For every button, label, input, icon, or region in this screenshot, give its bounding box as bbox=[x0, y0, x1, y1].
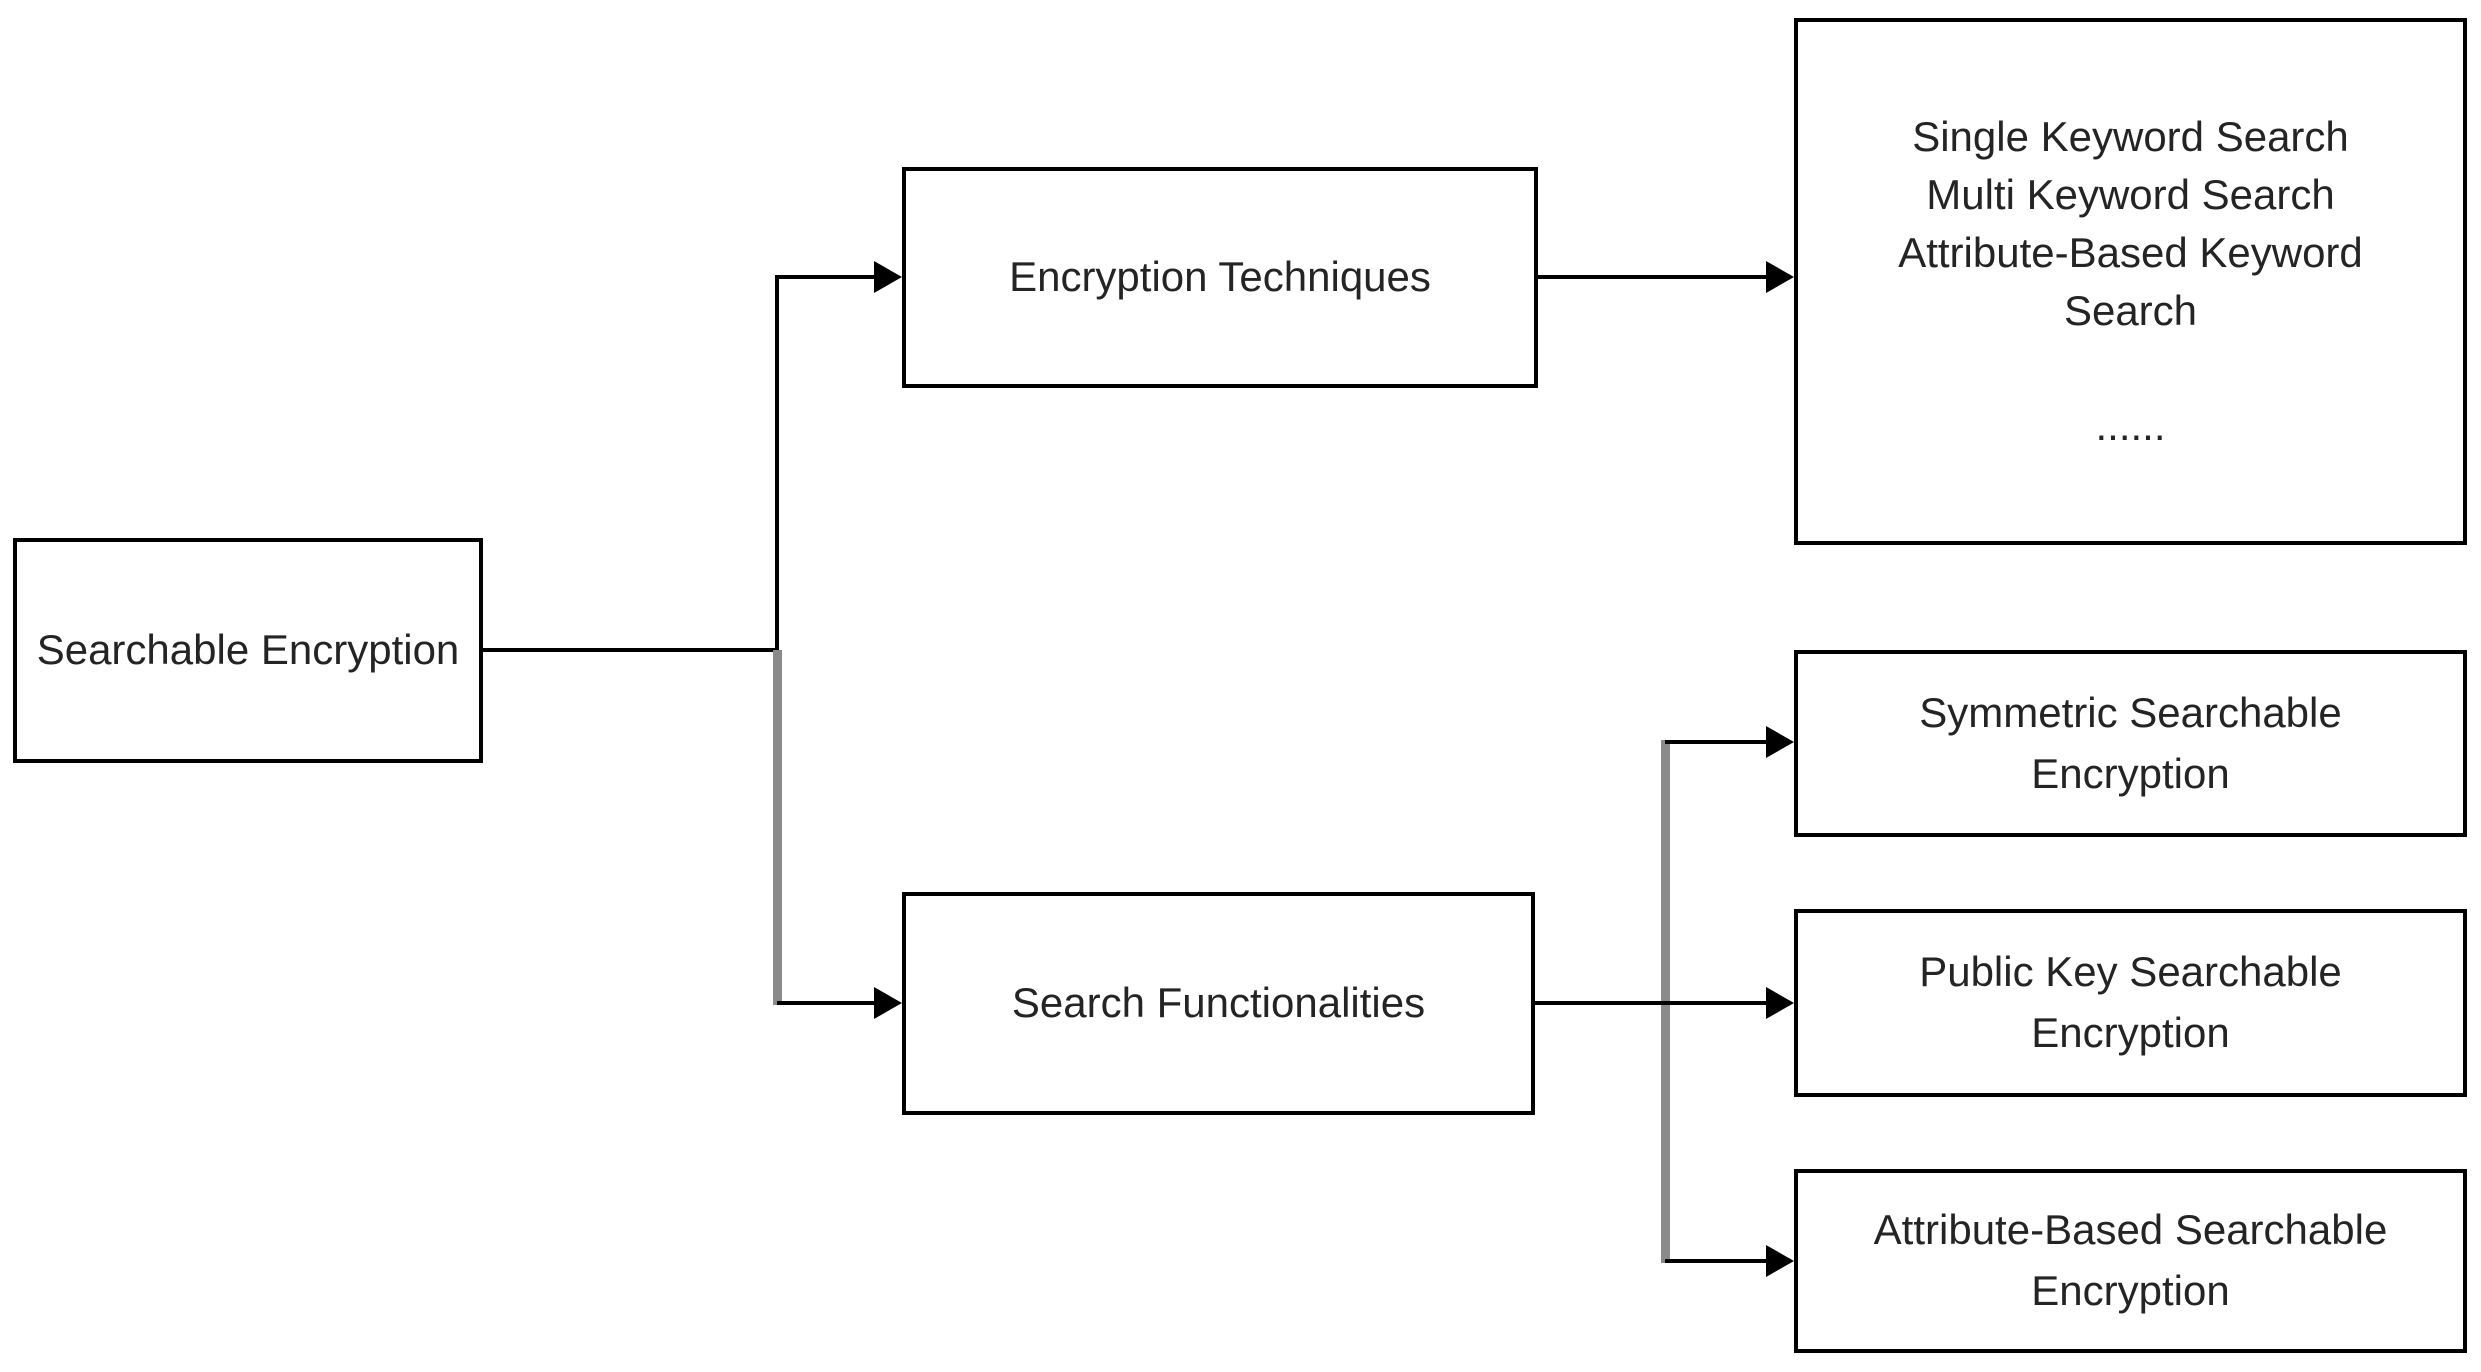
node-encryption-techniques: Encryption Techniques bbox=[902, 167, 1538, 388]
node-search-functionalities: Search Functionalities bbox=[902, 892, 1535, 1115]
connector-to-symmetric-searchable bbox=[1665, 740, 1766, 744]
arrowhead-icon bbox=[874, 261, 902, 293]
arrowhead-icon bbox=[1766, 1245, 1794, 1277]
connector-trunk1-upper bbox=[775, 275, 779, 652]
arrowhead-icon bbox=[1766, 726, 1794, 758]
connector-to-encryption-techniques bbox=[777, 275, 874, 279]
arrowhead-icon bbox=[1766, 261, 1794, 293]
node-symmetric-searchable-encryption: Symmetric Searchable Encryption bbox=[1794, 650, 2467, 837]
node-keyword-search-types: Single Keyword Search Multi Keyword Sear… bbox=[1794, 18, 2467, 545]
node-label: Public Key Searchable Encryption bbox=[1919, 948, 2342, 1056]
node-searchable-encryption: Searchable Encryption bbox=[13, 538, 483, 763]
node-public-key-searchable-encryption: Public Key Searchable Encryption bbox=[1794, 909, 2467, 1097]
arrowhead-icon bbox=[874, 987, 902, 1019]
connector-trunk1-lower bbox=[773, 650, 782, 1005]
connector-to-public-key-searchable bbox=[1535, 1001, 1766, 1005]
connector-to-search-functionalities bbox=[777, 1001, 874, 1005]
node-attribute-based-searchable-encryption: Attribute-Based Searchable Encryption bbox=[1794, 1169, 2467, 1353]
node-label: Attribute-Based Searchable Encryption bbox=[1873, 1206, 2388, 1314]
connector-to-keyword-search-types bbox=[1538, 275, 1766, 279]
arrowhead-icon bbox=[1766, 987, 1794, 1019]
node-label: Single Keyword Search Multi Keyword Sear… bbox=[1898, 112, 2363, 450]
connector-to-attribute-based-searchable bbox=[1665, 1259, 1766, 1263]
node-label: Symmetric Searchable Encryption bbox=[1919, 688, 2342, 797]
node-label: Encryption Techniques bbox=[1009, 253, 1431, 301]
node-label: Search Functionalities bbox=[1011, 979, 1426, 1027]
connector-root-stub bbox=[483, 648, 779, 652]
node-label: Searchable Encryption bbox=[36, 626, 460, 674]
